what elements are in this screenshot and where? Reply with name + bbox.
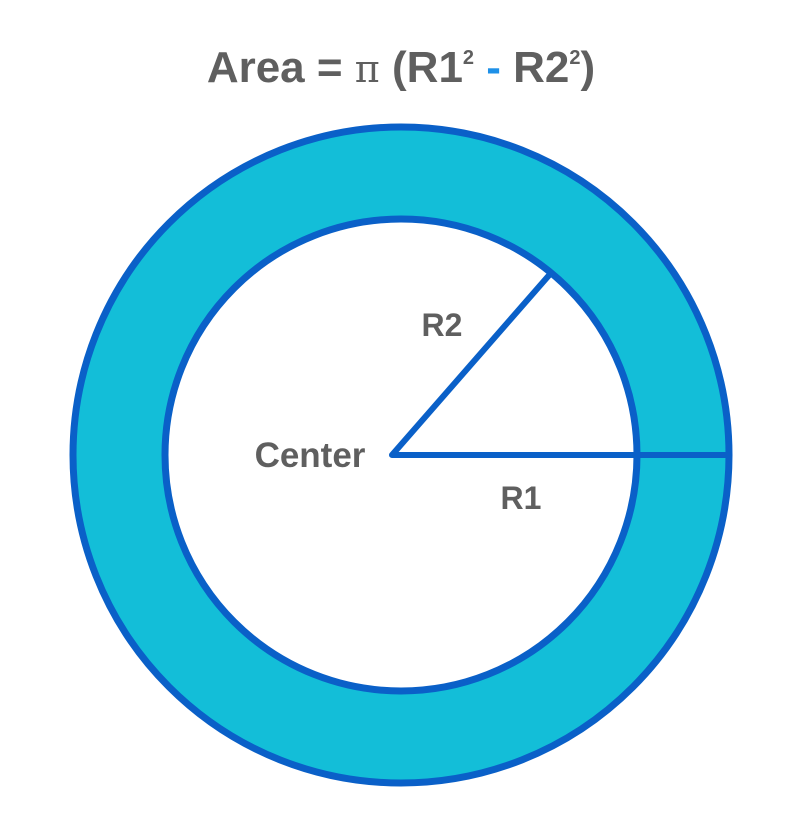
formula-minus: - bbox=[474, 43, 514, 92]
formula-r2: R2 bbox=[513, 43, 570, 92]
r1-label: R1 bbox=[501, 480, 542, 516]
formula-prefix: Area = bbox=[206, 43, 355, 92]
r2-radius-line bbox=[389, 270, 554, 458]
formula-r1: (R1 bbox=[392, 43, 463, 92]
pi-symbol: π bbox=[354, 47, 380, 91]
r2-label: R2 bbox=[422, 307, 463, 343]
center-label: Center bbox=[255, 436, 366, 475]
formula-exponent-1: 2 bbox=[462, 47, 475, 69]
formula-close: ) bbox=[580, 43, 596, 92]
formula-exponent-2: 2 bbox=[569, 47, 581, 69]
area-formula: Area = π (R12 - R22) bbox=[0, 42, 802, 95]
